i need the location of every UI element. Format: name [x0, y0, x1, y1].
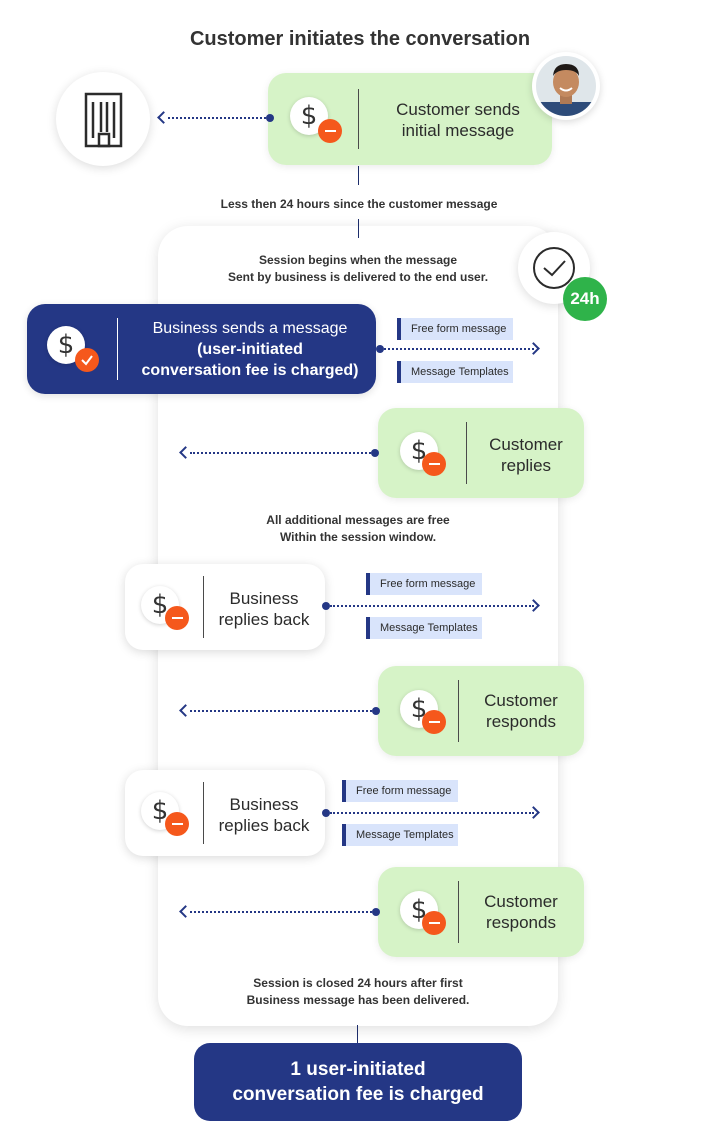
- business-sends-message-card: $ Business sends a message (user-initiat…: [27, 304, 376, 394]
- page-title: Customer initiates the conversation: [189, 28, 531, 50]
- tag-free-form-message: Free form message: [366, 573, 482, 595]
- dollar-minus-icon: $: [141, 586, 197, 642]
- tag-free-form-message: Free form message: [397, 318, 513, 340]
- fee-charged-box: 1 user-initiated conversation fee is cha…: [194, 1043, 522, 1121]
- customer-responds-card-2: $ Customer responds: [378, 867, 584, 957]
- session-begins-note: Session begins when the message Sent by …: [227, 253, 489, 284]
- timer-badge: 24h: [563, 277, 607, 321]
- less-than-24h-note: Less then 24 hours since the customer me…: [220, 197, 498, 211]
- customer-replies-card: $ Customer replies: [378, 408, 584, 498]
- business-sends-line1: Business sends a message: [152, 320, 348, 337]
- connector-line: [357, 1025, 358, 1044]
- business-replies-card-1: $ Business replies back: [125, 564, 325, 650]
- business-building-icon: [56, 72, 150, 166]
- connector-line: [358, 219, 359, 238]
- tag-message-templates: Message Templates: [342, 824, 458, 846]
- business-replies-card-2: $ Business replies back: [125, 770, 325, 856]
- dollar-minus-icon: $: [400, 432, 456, 488]
- dollar-minus-icon: $: [400, 891, 456, 947]
- tag-message-templates: Message Templates: [366, 617, 482, 639]
- customer-initial-line1: Customer sends: [396, 100, 520, 119]
- customer-initial-message-card: $ Customer sends initial message: [268, 73, 552, 165]
- customer-initial-line2: initial message: [401, 121, 515, 140]
- connector-line: [358, 166, 359, 185]
- business-sends-line2: (user-initiated: [197, 341, 303, 358]
- dollar-check-icon: $: [47, 326, 103, 382]
- session-closed-note: Session is closed 24 hours after first B…: [246, 976, 470, 1007]
- business-sends-line3: conversation fee is charged): [141, 362, 359, 379]
- dollar-minus-icon: $: [141, 792, 197, 848]
- tag-message-templates: Message Templates: [397, 361, 513, 383]
- free-messages-note: All additional messages are free Within …: [266, 513, 450, 544]
- customer-responds-card-1: $ Customer responds: [378, 666, 584, 756]
- customer-avatar: [532, 52, 600, 120]
- dollar-minus-icon: $: [400, 690, 456, 746]
- dollar-minus-icon: $: [290, 97, 346, 153]
- tag-free-form-message: Free form message: [342, 780, 458, 802]
